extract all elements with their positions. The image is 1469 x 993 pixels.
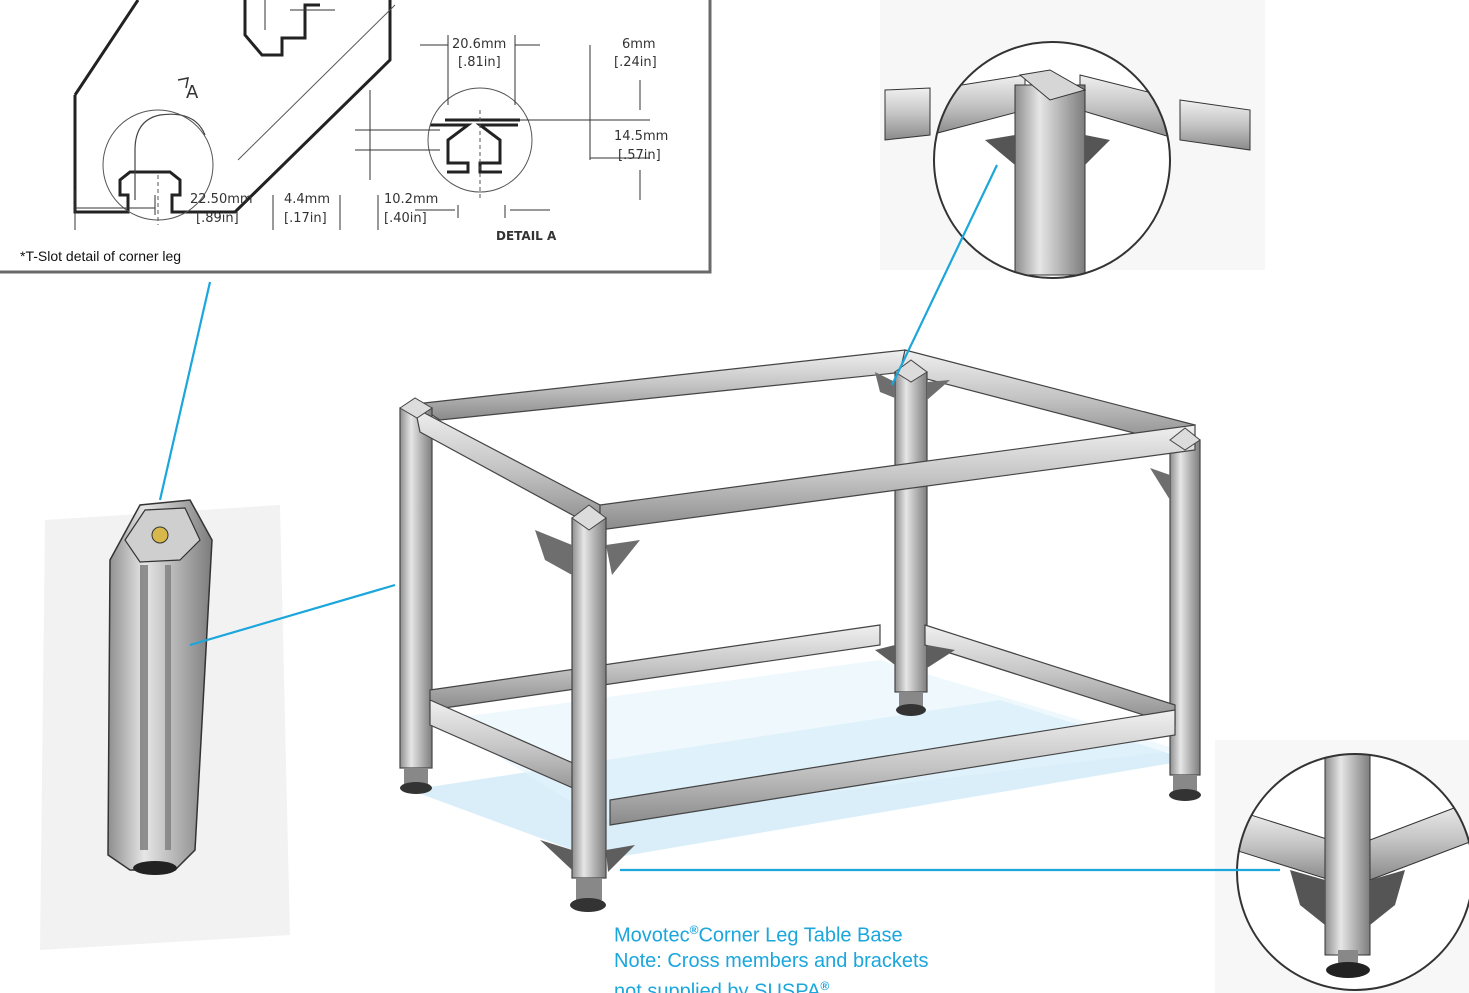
detail-marker: A — [186, 82, 199, 103]
registered-mark-2: ® — [820, 978, 830, 993]
product-note: Note: Cross members and brackets — [614, 949, 929, 972]
leveling-foot-zoom — [1215, 740, 1469, 993]
dim-opening-in: [.40in] — [384, 211, 427, 226]
tslot-caption: *T-Slot detail of corner leg — [20, 248, 182, 264]
tslot-detail-box — [0, 0, 712, 274]
brand-name: Movotec — [614, 924, 690, 947]
dim-top-width: 20.6mm — [452, 37, 506, 52]
dim-depth: 14.5mm — [614, 129, 668, 144]
dim-center: 22.50mm — [190, 192, 253, 207]
dim-center-in: [.89in] — [196, 211, 239, 226]
product-name: Corner Leg Table Base — [698, 924, 903, 947]
dim-opening: 10.2mm — [384, 192, 438, 207]
dim-depth-in: [.57in] — [618, 148, 661, 163]
registered-mark: ® — [689, 923, 699, 937]
dim-slot-in: [.17in] — [284, 211, 327, 226]
dim-lip: 6mm — [622, 37, 656, 52]
product-title-block: Movotec®Corner Leg Table Base Note: Cros… — [600, 918, 980, 993]
product-note-2: not supplied by SUSPA® — [614, 978, 830, 993]
dim-top-width-in: [.81in] — [458, 55, 501, 70]
dim-slot: 4.4mm — [284, 192, 330, 207]
corner-bracket-zoom-top — [880, 0, 1265, 279]
detail-a-label: DETAIL A — [496, 229, 557, 243]
table-frame — [399, 349, 1201, 912]
dim-lip-in: [.24in] — [614, 55, 657, 70]
corner-leg-extrusion — [40, 499, 290, 950]
callout-lines — [158, 164, 1280, 872]
product-title: Movotec®Corner Leg Table Base — [614, 918, 974, 949]
